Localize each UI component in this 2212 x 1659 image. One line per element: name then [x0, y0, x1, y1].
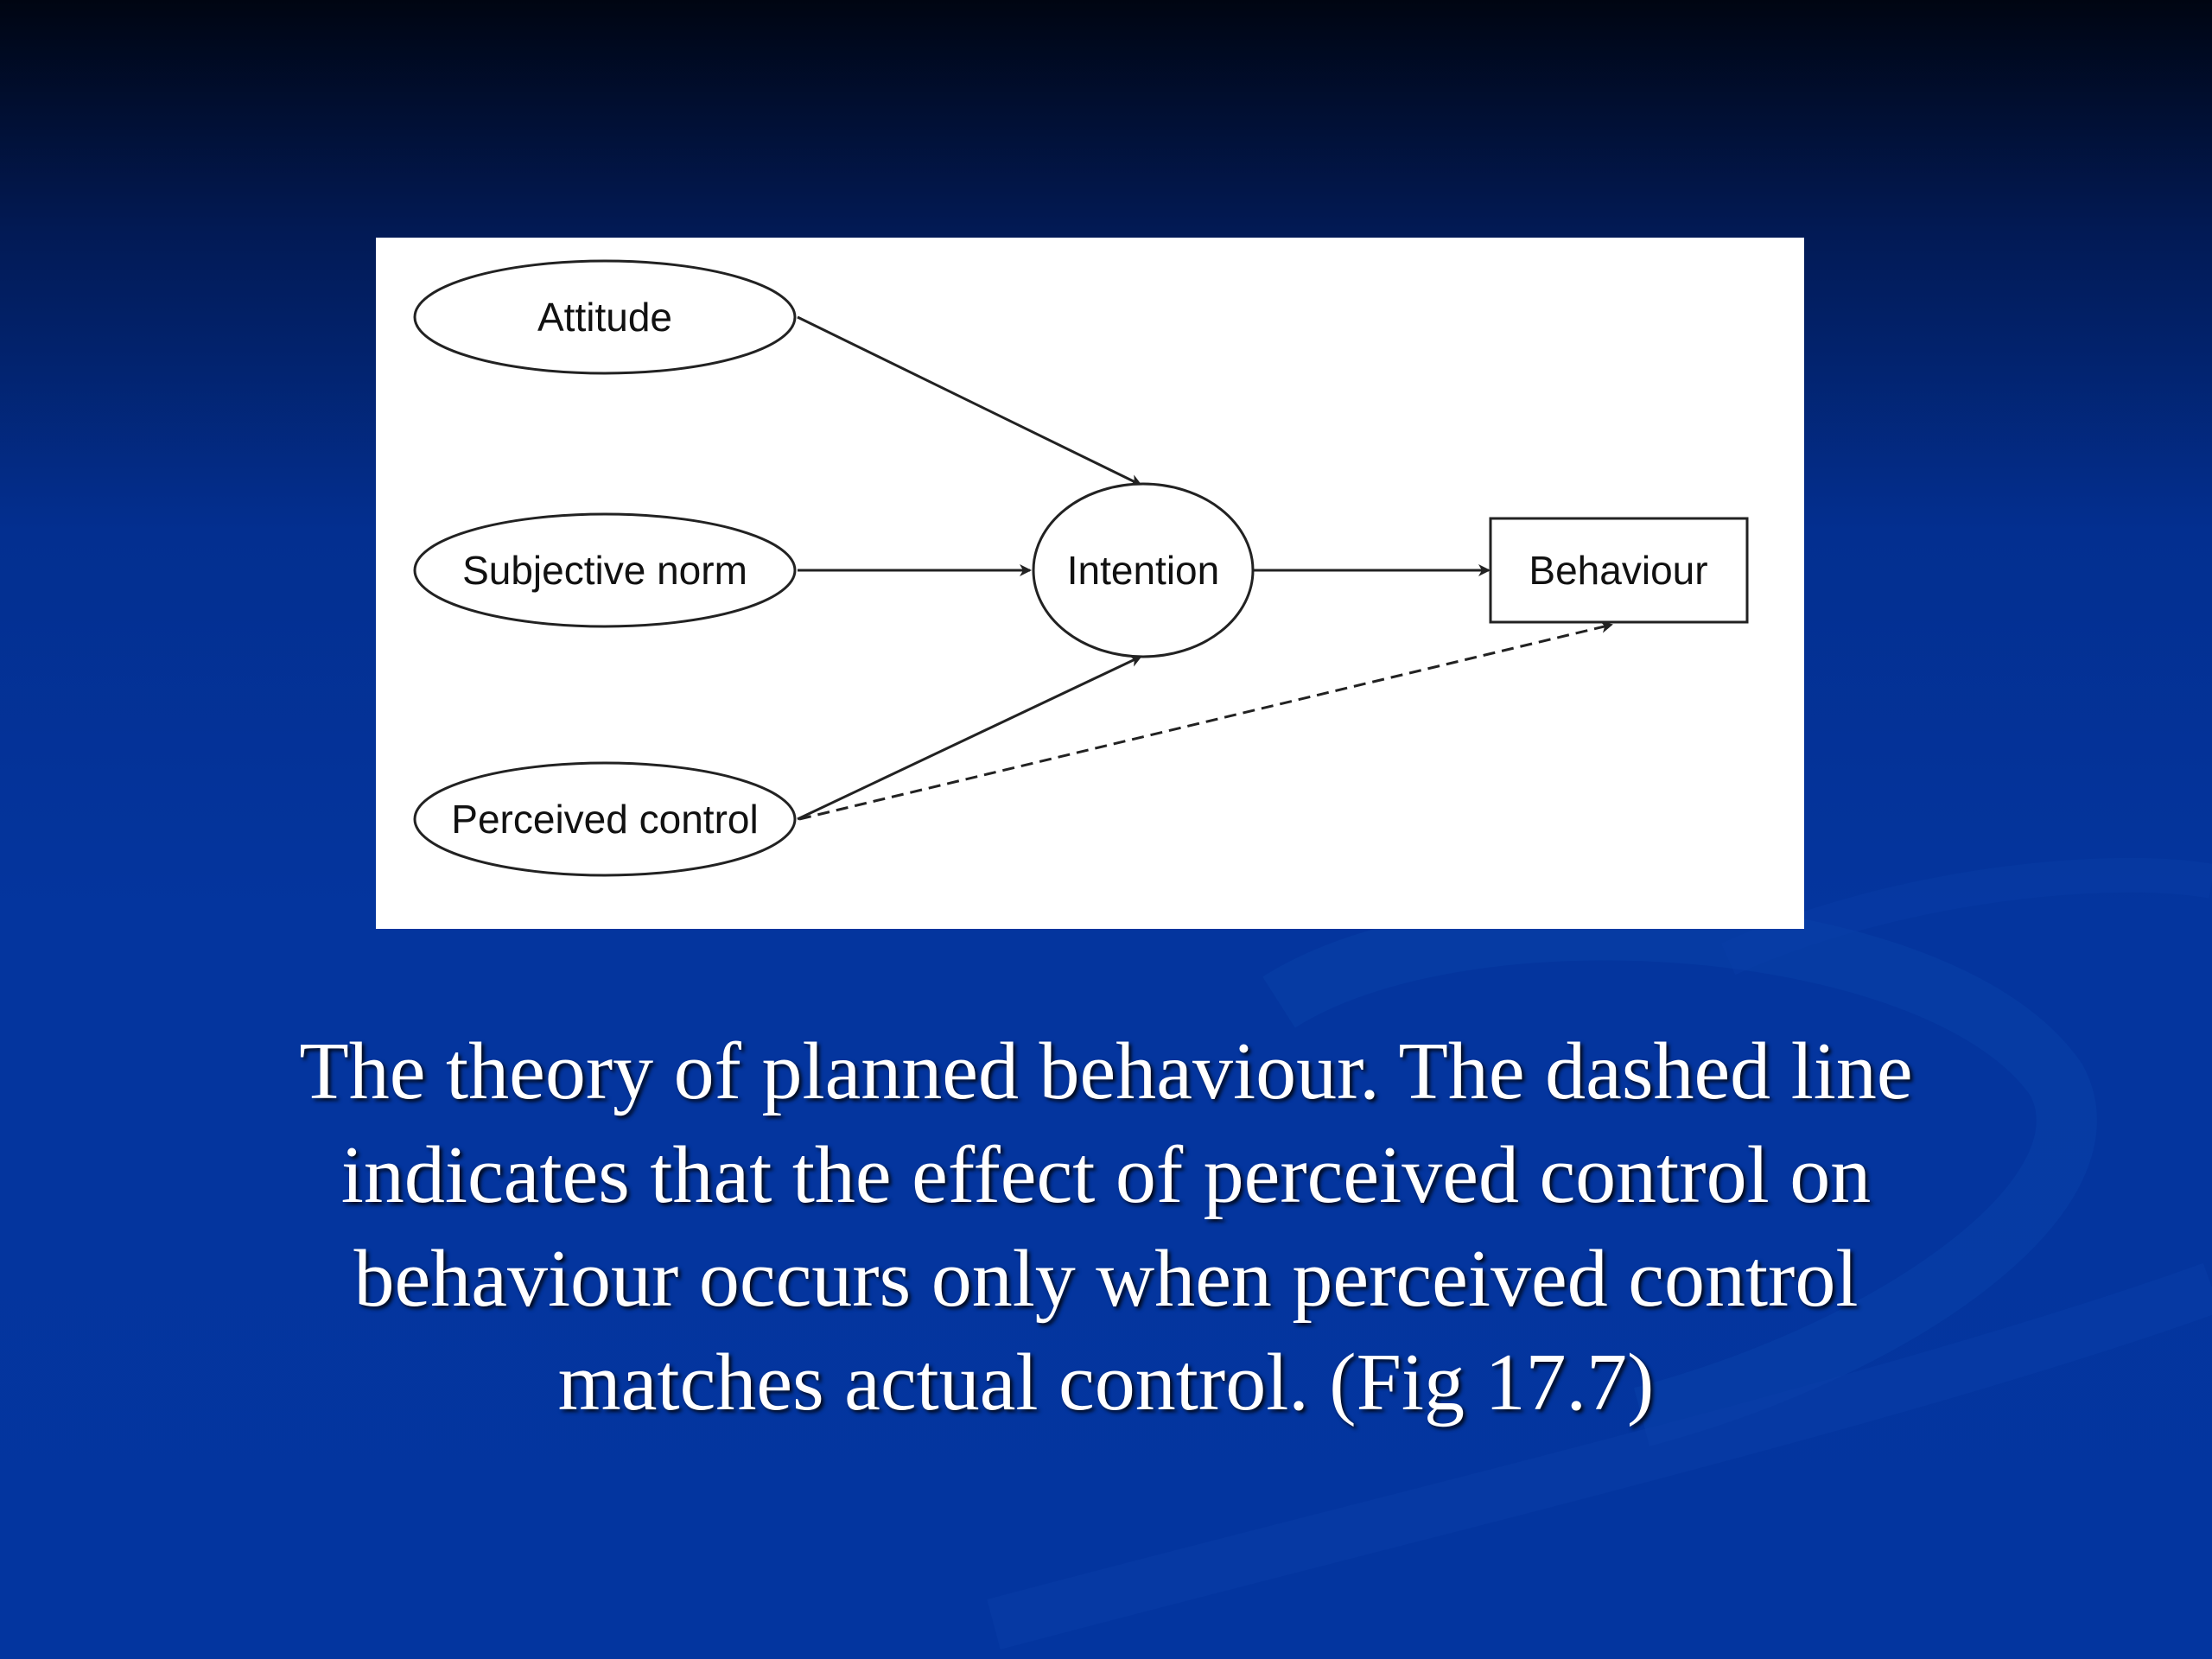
edge-attitude-intention [797, 315, 1142, 486]
node-perceived-control-label: Perceived control [451, 797, 758, 842]
caption-line: behaviour occurs only when perceived con… [353, 1234, 1859, 1324]
node-intention-label: Intention [1067, 548, 1219, 593]
node-subjective-norm-label: Subjective norm [462, 548, 747, 593]
caption-line: matches actual control. (Fig 17.7) [557, 1338, 1655, 1427]
node-intention: Intention [1032, 482, 1255, 658]
node-behaviour: Behaviour [1489, 517, 1749, 624]
caption-line: The theory of planned behaviour. The das… [299, 1027, 1913, 1116]
slide-caption: The theory of planned behaviour. The das… [156, 1020, 2056, 1434]
node-attitude-label: Attitude [537, 295, 672, 340]
edge-perceivedcontrol-behaviour-dashed [798, 620, 1613, 821]
caption-line: indicates that the effect of perceived c… [340, 1130, 1872, 1220]
edge-perceivedcontrol-intention [797, 655, 1142, 821]
node-subjective-norm: Subjective norm [413, 512, 797, 628]
node-behaviour-label: Behaviour [1529, 548, 1707, 593]
node-perceived-control: Perceived control [413, 761, 797, 877]
tpb-diagram-panel: Attitude Subjective norm Perceived contr… [376, 238, 1804, 929]
tpb-diagram: Attitude Subjective norm Perceived contr… [413, 259, 1749, 877]
node-attitude: Attitude [413, 259, 797, 375]
